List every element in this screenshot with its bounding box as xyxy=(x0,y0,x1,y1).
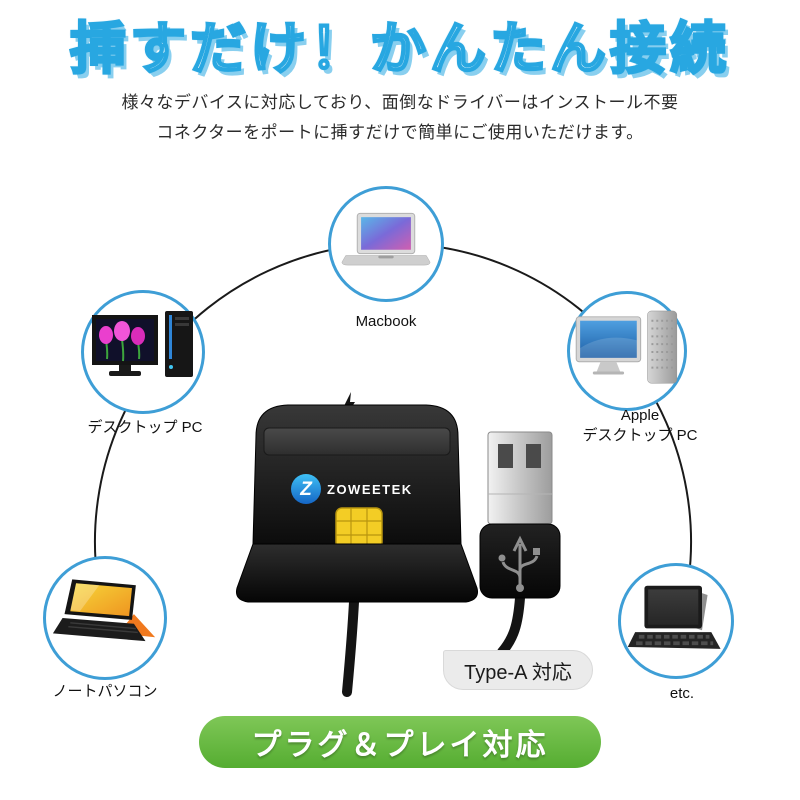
brand-text: ZOWEETEK xyxy=(327,482,413,497)
device-circle-macbook xyxy=(328,186,444,302)
plug-play-label: プラグ＆プレイ対応 xyxy=(251,729,549,762)
reader-cable xyxy=(342,597,359,697)
type-a-badge: Type-A 対応 xyxy=(443,650,593,690)
device-label-notebook: ノートパソコン xyxy=(52,683,158,700)
card-reader-body: Z ZOWEETEK xyxy=(236,404,478,603)
device-label-apple-desktop: Apple デスクトップ PC xyxy=(560,406,720,446)
plug-play-banner: プラグ＆プレイ対応 xyxy=(199,716,601,768)
type-a-label: Type-A 対応 xyxy=(464,661,572,684)
desktop-pc-icon xyxy=(92,311,193,377)
apple-label-line2: デスクトップ PC xyxy=(582,427,698,444)
notebook-icon xyxy=(52,579,156,642)
device-circle-notebook xyxy=(43,556,167,680)
subtitle-line-2: コネクターをポートに挿すだけで簡単にご使用いただけます。 xyxy=(156,123,644,142)
device-circle-desktop-pc xyxy=(81,290,205,414)
device-circle-apple-desktop xyxy=(567,291,687,411)
zoweetek-logo: Z ZOWEETEK xyxy=(291,474,413,504)
device-label-macbook: Macbook xyxy=(355,313,417,330)
card-reader-product: Z ZOWEETEK xyxy=(236,392,561,697)
device-label-tablet: etc. xyxy=(669,685,695,702)
tablet-icon xyxy=(627,585,721,649)
usb-cable xyxy=(497,593,525,657)
smartcard-chip xyxy=(335,507,383,549)
apple-label-line1: Apple xyxy=(620,407,660,424)
device-circle-tablet xyxy=(618,563,734,679)
macbook-icon xyxy=(341,212,431,266)
headline: 挿すだけ！かんたん接続 xyxy=(69,16,730,82)
usb-trident-icon xyxy=(498,535,540,592)
device-label-desktop-pc: デスクトップ PC xyxy=(87,419,203,436)
usb-plug xyxy=(479,431,561,599)
apple-desktop-icon xyxy=(575,310,678,384)
subtitle-line-1: 様々なデバイスに対応しており、面倒なドライバーはインストール不要 xyxy=(121,93,679,112)
svg-text:Z: Z xyxy=(299,479,313,500)
